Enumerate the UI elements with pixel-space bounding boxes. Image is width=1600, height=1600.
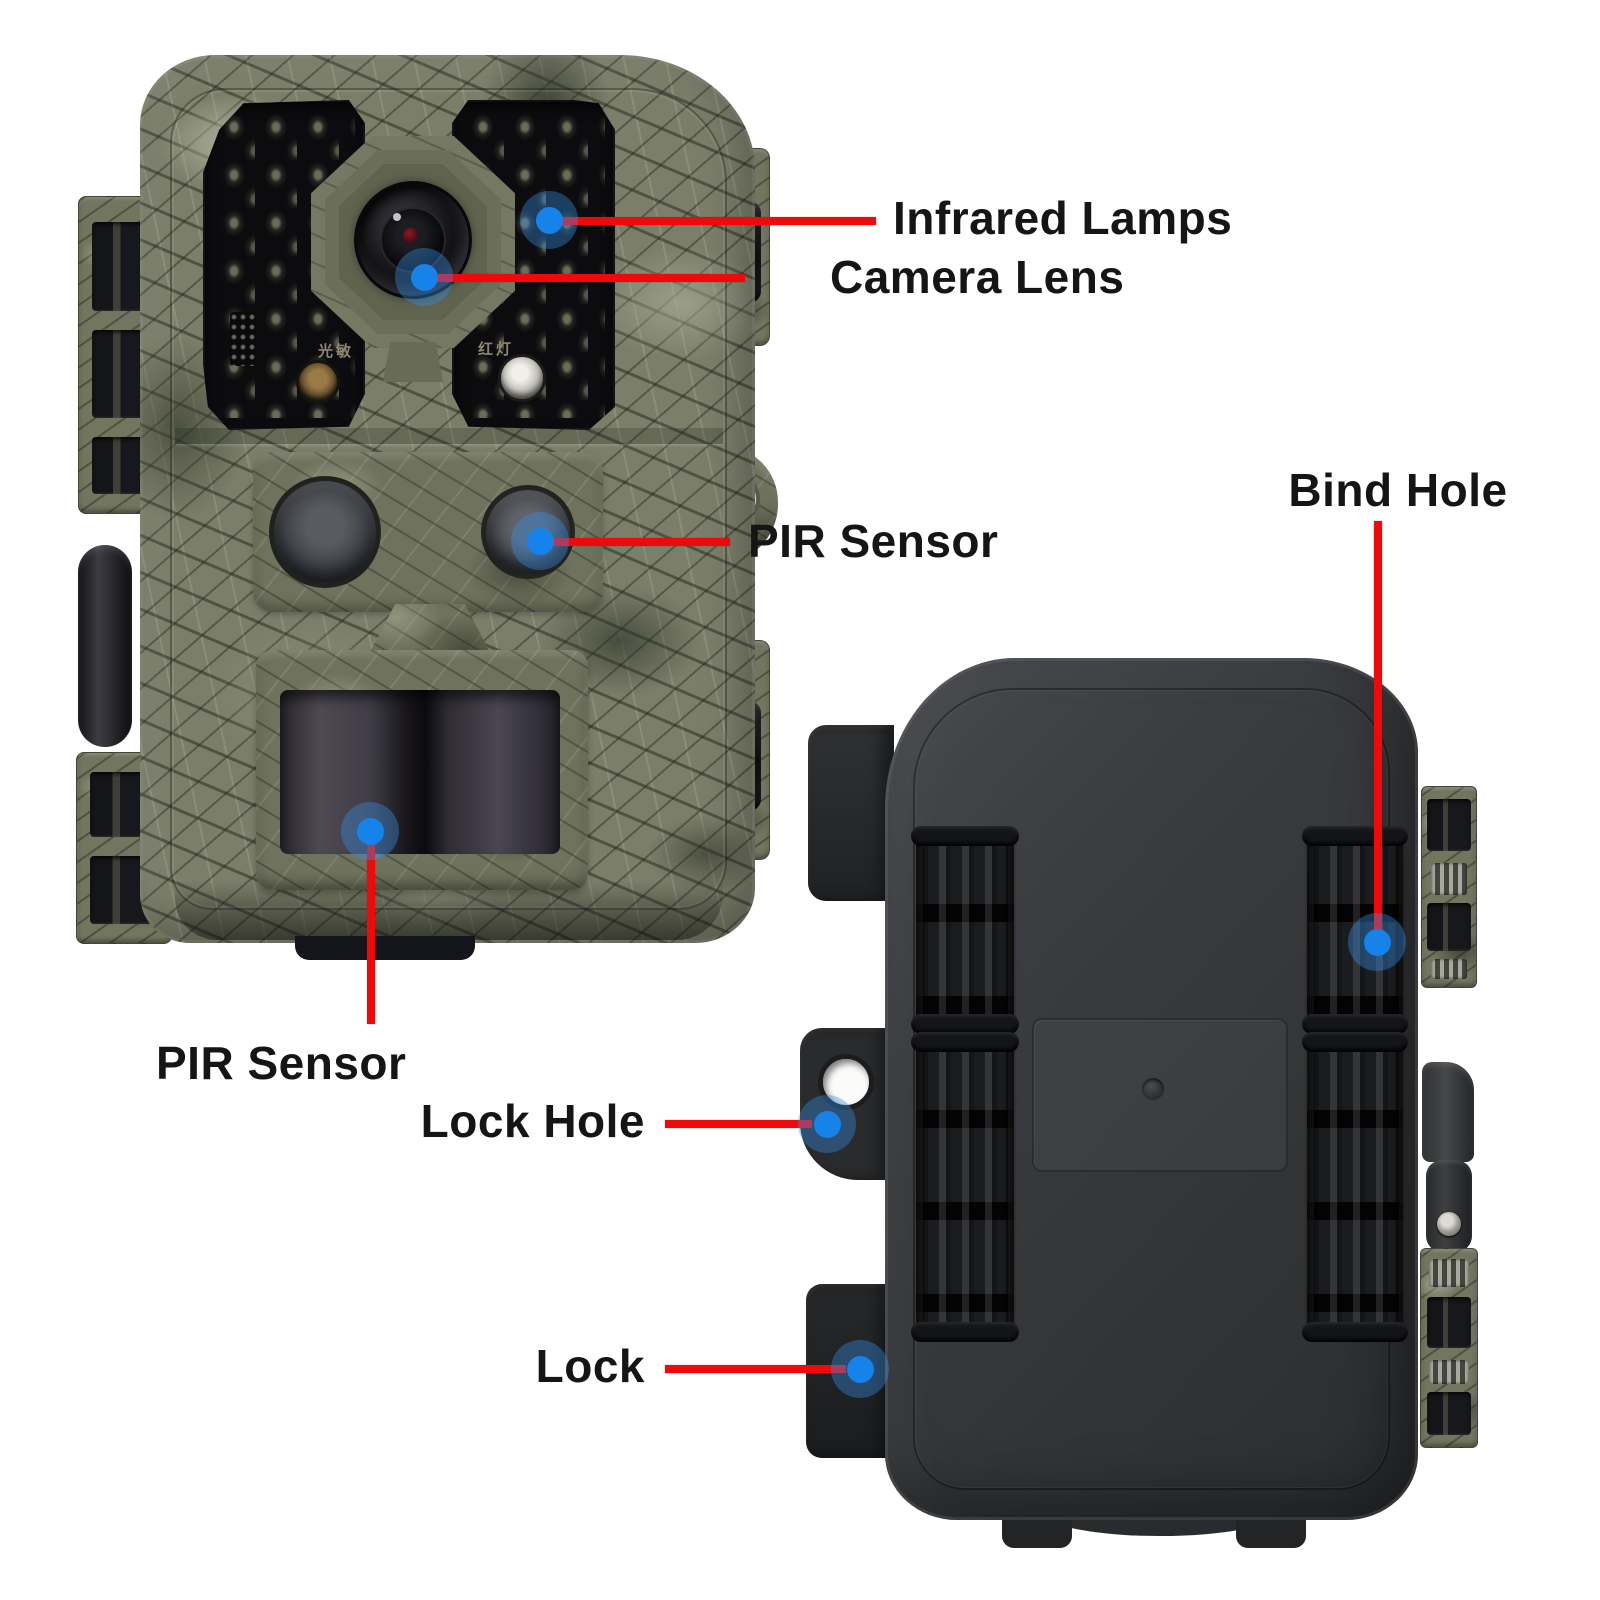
dip-connector	[230, 312, 256, 366]
strap-cap	[911, 1014, 1019, 1034]
strap-cap	[1302, 1032, 1408, 1052]
front-bottom-edge	[295, 936, 475, 960]
front-horizontal-ridge	[175, 428, 723, 444]
marker-dot-lock	[846, 1355, 874, 1383]
marker-dot-pir-sensor-upper	[526, 527, 554, 555]
strap-slot-right-lower	[1302, 1032, 1408, 1342]
latch-slot	[1427, 903, 1471, 951]
lens-red-glint	[403, 228, 418, 243]
leader-line-lock	[665, 1365, 846, 1373]
leader-line-lock-hole	[665, 1120, 812, 1128]
back-hinge-elbow	[1422, 1062, 1474, 1162]
latch-slot	[1426, 1391, 1472, 1436]
annotation-label-infrared-lamps: Infrared Lamps	[893, 192, 1233, 244]
strap-cap	[911, 1032, 1019, 1052]
light-sensor-label: 光敏	[318, 343, 355, 360]
lock-hole	[818, 1054, 874, 1110]
latch-pins	[1428, 1359, 1470, 1384]
back-view	[780, 600, 1600, 1600]
back-right-latch-bottom	[1420, 1248, 1478, 1448]
annotation-label-bind-hole: Bind Hole	[1288, 464, 1508, 516]
back-label-recess	[1032, 1018, 1288, 1172]
pir-sensor-left	[269, 476, 381, 588]
marker-dot-pir-sensor-lower	[356, 817, 384, 845]
red-led-dome	[498, 354, 546, 402]
latch-pins	[1430, 959, 1468, 979]
leader-line-bind-hole	[1374, 521, 1382, 940]
leader-line-pir-sensor-lower	[367, 843, 375, 1024]
leader-line-pir-sensor-upper	[540, 538, 730, 546]
lens-housing-stem	[383, 342, 443, 382]
strap-cap	[1302, 1014, 1408, 1034]
hinge-screw	[1437, 1212, 1461, 1236]
latch-pins	[1430, 863, 1468, 895]
back-top-tab	[808, 725, 894, 901]
back-mount-ear	[800, 1028, 892, 1180]
strap-slot-right-upper	[1302, 826, 1408, 1034]
strap-cap	[911, 1322, 1019, 1342]
annotation-label-lock: Lock	[535, 1340, 645, 1392]
red-lamp-label: 红灯	[478, 341, 515, 358]
annotation-label-pir-sensor-upper: PIR Sensor	[748, 515, 999, 567]
back-hinge-pin	[1426, 1160, 1472, 1252]
annotation-label-camera-lens: Camera Lens	[830, 251, 1125, 303]
annotation-label-lock-hole: Lock Hole	[420, 1095, 645, 1147]
marker-dot-infrared-lamps	[535, 206, 563, 234]
marker-dot-bind-hole	[1363, 928, 1391, 956]
front-left-rod	[78, 545, 132, 747]
strap-cap	[911, 826, 1019, 846]
leader-line-infrared-lamps	[549, 217, 876, 225]
latch-slot	[1427, 799, 1471, 851]
back-center-dimple	[1142, 1078, 1164, 1100]
strap-slot-left-upper	[911, 826, 1019, 1034]
marker-dot-lock-hole	[813, 1110, 841, 1138]
back-right-latch-top	[1421, 786, 1477, 988]
marker-dot-camera-lens	[410, 263, 438, 291]
latch-pins	[1428, 1258, 1470, 1287]
photoresistor-dome	[296, 360, 340, 404]
front-bottom-shade	[175, 880, 723, 940]
strap-cap	[1302, 1322, 1408, 1342]
pir-sensor-right	[481, 485, 575, 579]
strap-slot-left-lower	[911, 1032, 1019, 1342]
leader-line-camera-lens	[424, 274, 745, 282]
pir-window	[280, 690, 560, 854]
lens-specular-highlight	[393, 213, 401, 221]
latch-slot	[1426, 1296, 1472, 1348]
annotation-label-pir-sensor-lower: PIR Sensor	[156, 1037, 407, 1089]
